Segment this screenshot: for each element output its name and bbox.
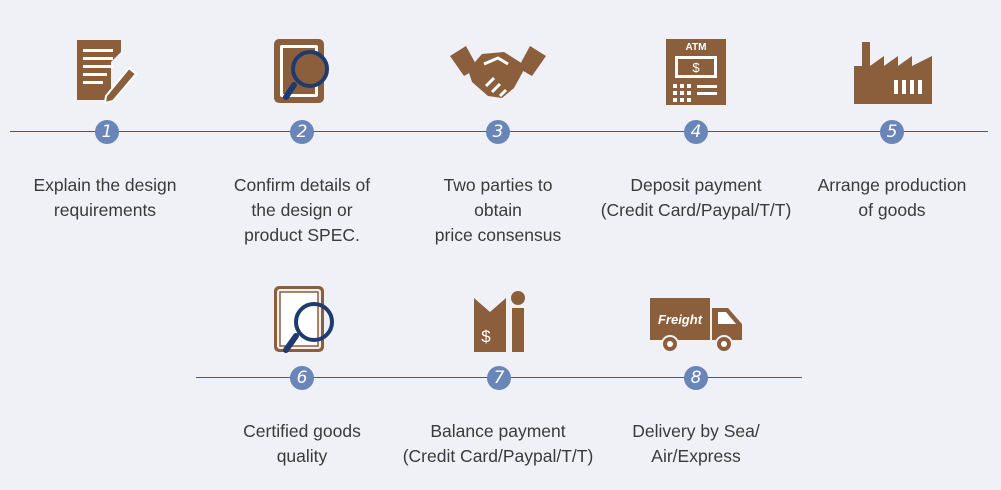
svg-text:$: $ [481, 327, 491, 346]
truck-label: Freight [658, 312, 703, 327]
step-2-label: Confirm details of the design or product… [233, 175, 371, 245]
freight-truck-icon: Freight [648, 296, 744, 354]
document-pencil-icon [75, 38, 139, 104]
step-1-number: 1 [95, 120, 119, 144]
step-8-number: 8 [684, 366, 708, 390]
step-6-number: 6 [290, 366, 314, 390]
step-7-number: 7 [487, 366, 511, 390]
step-4-label: Deposit payment (Credit Card/Paypal/T/T) [600, 175, 792, 220]
payment-person-icon: $ [472, 290, 530, 354]
step-8-label: Delivery by Sea/ Air/Express [632, 421, 760, 466]
atm-icon: ATM $ [665, 38, 727, 106]
factory-icon [852, 40, 934, 106]
step-6-label: Certified goods quality [243, 421, 361, 466]
handshake-icon [448, 42, 548, 104]
step-3-label: Two parties to obtain price consensus [434, 175, 562, 245]
svg-text:$: $ [692, 60, 700, 75]
tablet-magnifier-icon [272, 37, 334, 107]
step-1-label: Explain the design requirements [33, 175, 177, 220]
step-4-number: 4 [684, 120, 708, 144]
step-5-label: Arrange production of goods [817, 175, 967, 220]
tablet-magnifier-icon [272, 284, 338, 356]
step-7-label: Balance payment (Credit Card/Paypal/T/T) [402, 421, 594, 466]
step-2-number: 2 [290, 120, 314, 144]
step-3-number: 3 [486, 120, 510, 144]
step-5-number: 5 [880, 120, 904, 144]
atm-label: ATM [686, 42, 707, 53]
